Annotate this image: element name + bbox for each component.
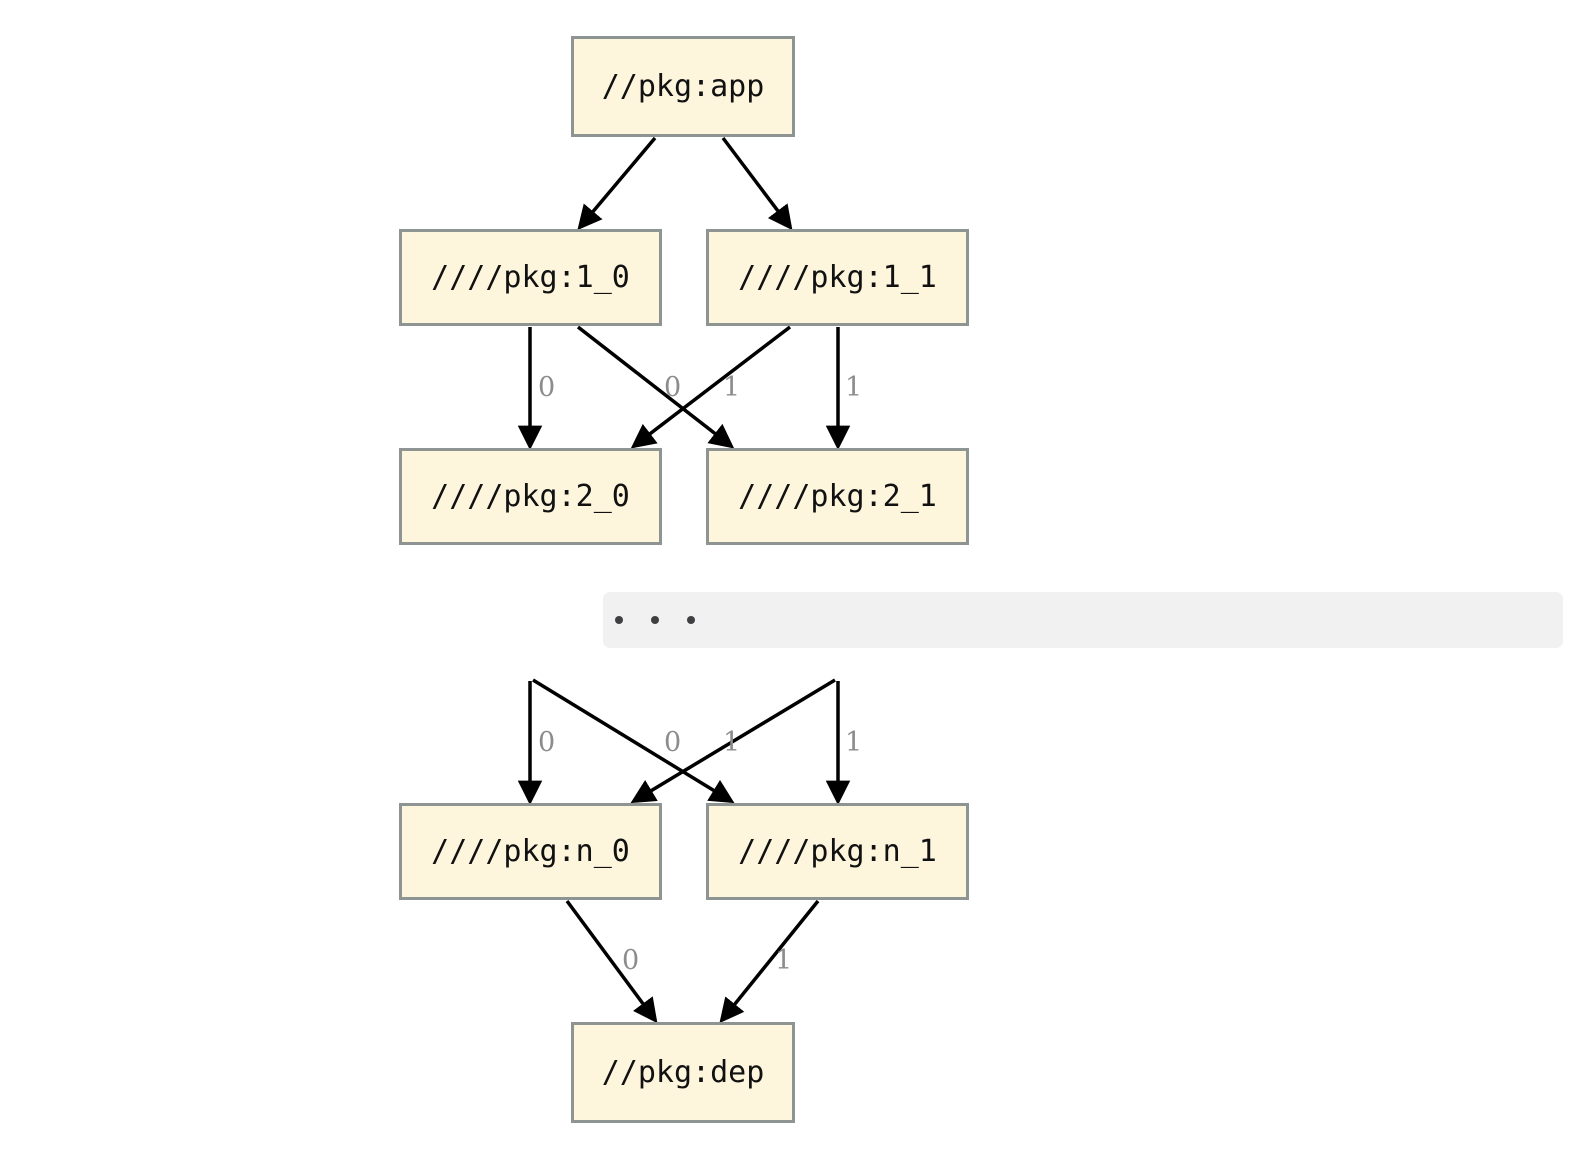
node-label: //pkg:app [601, 69, 765, 104]
node-ln_1[interactable]: ////pkg:n_1 [706, 803, 969, 900]
edge-label-e-1_1-2_1: 1 [845, 372, 863, 403]
e-n_1-dep [719, 899, 820, 1024]
node-label: ////pkg:2_1 [738, 479, 937, 514]
node-ln_0[interactable]: ////pkg:n_0 [399, 803, 662, 900]
e-y-n_0 [630, 678, 836, 804]
ellipsis-dot [687, 616, 695, 624]
edge-label-e-n_1-dep: 1 [775, 945, 793, 976]
edge-lines [517, 136, 851, 1024]
node-app[interactable]: //pkg:app [571, 36, 795, 137]
ellipsis-dot [651, 616, 659, 624]
node-label: ////pkg:2_0 [431, 479, 630, 514]
ellipsis-dots [615, 616, 695, 624]
edge-label-e-1_1-2_0: 1 [723, 372, 741, 403]
ellipsis-dot [615, 616, 623, 624]
e-n_0-dep [565, 899, 658, 1024]
edge-label-e-1_0-2_0: 0 [538, 372, 556, 403]
edge-label-e-x-n_0: 0 [538, 727, 556, 758]
edge-label-e-1_0-2_1: 0 [664, 372, 682, 403]
node-label: ////pkg:1_1 [738, 260, 937, 295]
node-dep[interactable]: //pkg:dep [571, 1022, 795, 1123]
node-label: ////pkg:n_0 [431, 834, 630, 869]
e-1_0-2_1 [576, 325, 735, 449]
node-label: //pkg:dep [601, 1055, 765, 1090]
node-label: ////pkg:n_1 [738, 834, 937, 869]
node-label: ////pkg:1_0 [431, 260, 630, 295]
edge-label-e-y-n_0: 1 [723, 727, 741, 758]
node-l2_1[interactable]: ////pkg:2_1 [706, 448, 969, 545]
node-l1_1[interactable]: ////pkg:1_1 [706, 229, 969, 326]
edge-label-e-n_0-dep: 0 [622, 945, 640, 976]
node-l2_0[interactable]: ////pkg:2_0 [399, 448, 662, 545]
e-app-1_1 [721, 136, 793, 231]
e-app-1_0 [577, 136, 657, 231]
node-l1_0[interactable]: ////pkg:1_0 [399, 229, 662, 326]
edge-label-e-y-n_1: 1 [845, 727, 863, 758]
edge-label-e-x-n_1: 0 [664, 727, 682, 758]
ellipsis-separator-band [603, 592, 1563, 648]
e-1_1-2_0 [630, 325, 792, 449]
e-x-n_1 [532, 678, 735, 804]
